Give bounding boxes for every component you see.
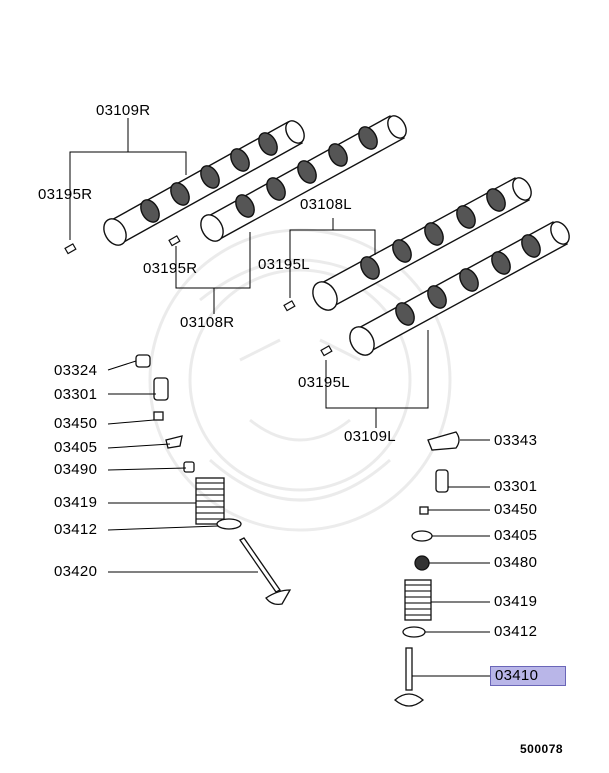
lash-03450: [153, 411, 164, 421]
retainer-03412: [216, 518, 242, 530]
label-03480: 03480: [494, 554, 538, 571]
label-03195L-lower: 03195L: [298, 374, 350, 391]
lifter-03301-right: [435, 469, 449, 493]
spring-03419: [195, 477, 225, 525]
seat-03405-right: [411, 530, 433, 542]
spring-03419-right: [404, 579, 432, 621]
valve-stem-03410: [405, 647, 413, 691]
left-valve-train: [135, 354, 292, 606]
leader-lines: [69, 118, 490, 677]
label-03108L: 03108L: [300, 196, 352, 213]
label-03419-right: 03419: [494, 593, 538, 610]
valve-head-03410: [394, 693, 424, 707]
pin-03195R-right: [168, 235, 181, 247]
label-03410-highlighted[interactable]: 03410: [490, 666, 566, 686]
camshaft-03108L: [312, 177, 532, 311]
seat-03405: [165, 435, 183, 449]
adjuster-03324: [135, 354, 151, 368]
label-03420: 03420: [54, 563, 98, 580]
label-03301-left: 03301: [54, 386, 98, 403]
right-valve-train: [394, 431, 460, 707]
label-03195R-right: 03195R: [143, 260, 198, 277]
label-03412-left: 03412: [54, 521, 98, 538]
label-03490: 03490: [54, 461, 98, 478]
catalog-number: 500078: [520, 742, 564, 756]
label-03108R: 03108R: [180, 314, 235, 331]
label-03405-left: 03405: [54, 439, 98, 456]
label-03450-left: 03450: [54, 415, 98, 432]
valve-head-03420: [265, 589, 292, 606]
camshaft-03109L: [349, 221, 570, 356]
camshaft-03109R: [103, 120, 305, 246]
label-03419-left: 03419: [54, 494, 98, 511]
label-03109R: 03109R: [96, 102, 151, 119]
cap-03490: [183, 461, 195, 473]
retainer-03412-right: [402, 626, 426, 638]
lifter-03301: [153, 377, 169, 401]
camshaft-03108R: [200, 115, 407, 242]
label-03412-right: 03412: [494, 623, 538, 640]
label-03195L-upper: 03195L: [258, 256, 310, 273]
label-03405-right: 03405: [494, 527, 538, 544]
label-03301-right: 03301: [494, 478, 538, 495]
seal-03480: [414, 555, 430, 571]
valve-stem-03420: [239, 537, 281, 593]
pin-03195L-upper: [283, 300, 296, 312]
label-03324: 03324: [54, 362, 98, 379]
label-03343: 03343: [494, 432, 538, 449]
pin-03195L-lower: [320, 345, 333, 357]
label-03450-right: 03450: [494, 501, 538, 518]
lash-03450-right: [419, 506, 429, 515]
pin-03195R-left: [64, 243, 77, 255]
label-03109L: 03109L: [344, 428, 396, 445]
rocker-03343: [427, 431, 460, 451]
label-03195R-left: 03195R: [38, 186, 93, 203]
pin-shapes: [64, 235, 333, 357]
